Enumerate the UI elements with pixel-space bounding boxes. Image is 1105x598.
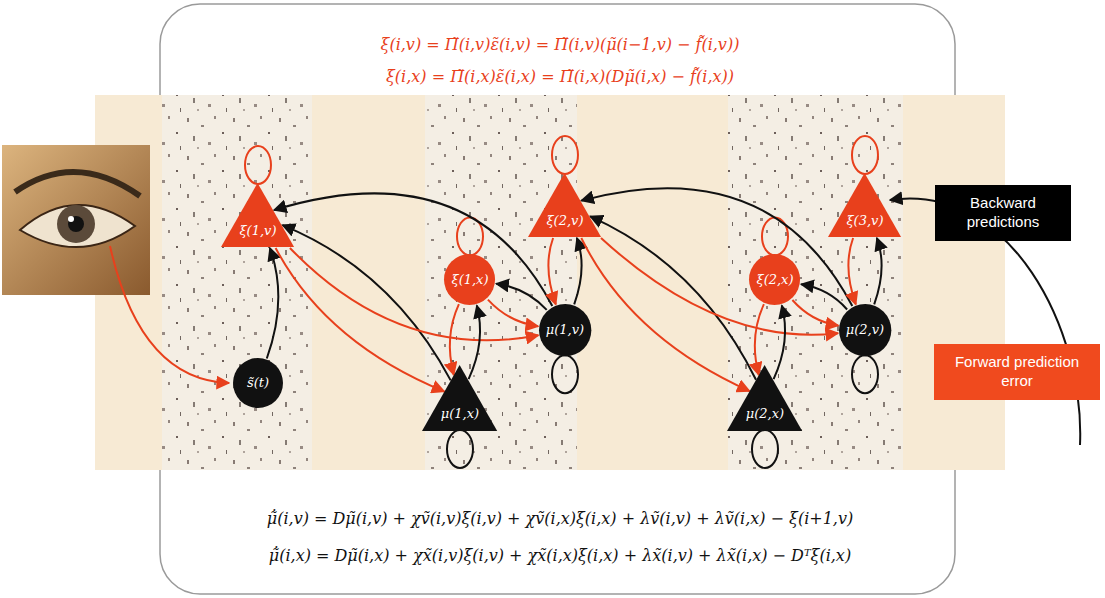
raster-dots: [728, 95, 903, 470]
self-connection-loop: [447, 430, 473, 468]
unit-shape: [527, 172, 602, 238]
circle-unit: ξ(1,x): [443, 253, 496, 306]
unit-label: ξ(1,v): [239, 223, 276, 239]
prediction-connection: [274, 193, 552, 306]
circle-unit: s̃(t): [232, 357, 284, 409]
prediction-error-connection: [848, 238, 855, 304]
triangle-unit: ξ(1,v): [220, 182, 295, 248]
circle-unit: μ(2,v): [838, 303, 892, 357]
outer-frame: [160, 4, 955, 594]
raster-panel: [425, 95, 577, 470]
callout-box: Backward predictions: [935, 185, 1071, 241]
raster-dots: [162, 95, 312, 470]
prediction-connection: [574, 238, 581, 304]
unit-fill: [727, 365, 802, 431]
unit-label: μ(1,x): [441, 406, 479, 422]
unit-fill: [749, 254, 800, 305]
triangle-unit: μ(1,x): [421, 364, 498, 432]
unit-label: ξ(3,v): [846, 213, 883, 229]
raster-panel: [728, 95, 903, 470]
unit-fill: [422, 365, 497, 431]
raster-dots: [425, 95, 577, 470]
unit-fill: [528, 173, 601, 237]
self-connection-loop: [752, 430, 778, 468]
equation: ξ(i,v) = Π̃(i,v)ε̃(i,v) = Π̃(i,v)(μ̃(i−1…: [170, 34, 950, 56]
self-connection-loop: [245, 146, 271, 184]
triangle-unit: ξ(2,v): [527, 172, 602, 238]
unit-shape: [421, 364, 498, 432]
eye-iris: [57, 205, 95, 243]
self-connection-loop: [852, 136, 878, 174]
circle-unit: μ(1,v): [538, 303, 592, 357]
unit-label: μ(1,v): [546, 322, 584, 338]
self-connection-loop: [552, 136, 578, 174]
beige-band: [95, 95, 1005, 470]
unit-label: ξ(1,x): [451, 272, 488, 288]
self-connection-loop: [852, 355, 878, 393]
unit-label: μ(2,v): [846, 322, 884, 338]
eye-highlight: [68, 216, 74, 222]
callout-box: Forward prediction error: [934, 344, 1100, 400]
prediction-connection: [496, 284, 546, 310]
prediction-error-connection: [488, 300, 538, 327]
unit-fill: [221, 183, 294, 247]
prediction-error-connection: [450, 304, 459, 375]
eyebrow: [15, 172, 140, 196]
unit-label: s̃(t): [247, 375, 269, 391]
prediction-connection: [267, 248, 279, 359]
raster-panel: [162, 95, 312, 470]
prediction-connection: [581, 188, 852, 306]
prediction-error-connection: [581, 238, 749, 391]
sensory-input-arrow: [110, 246, 229, 383]
unit-fill: [839, 304, 891, 356]
unit-shape: [827, 172, 902, 238]
equation: μ̃̇(i,x) = Dμ̃(i,x) + χx̃(i,v)ξ(i,v) + χ…: [170, 545, 950, 567]
prediction-error-connection: [755, 304, 764, 375]
prediction-error-connection: [290, 248, 538, 340]
unit-fill: [444, 254, 495, 305]
prediction-connection: [801, 284, 847, 309]
unit-label: ξ(2,v): [546, 213, 583, 229]
callout-text: Backward predictions: [945, 194, 1061, 232]
self-connection-loop: [552, 355, 578, 393]
equation: μ̃̇(i,v) = Dμ̃(i,v) + χṽ(i,v)ξ(i,v) + χṽ…: [170, 508, 950, 530]
unit-fill: [828, 173, 901, 237]
circle-unit: ξ(2,x): [748, 253, 801, 306]
unit-shape: [220, 182, 295, 248]
unit-label: ξ(2,x): [756, 272, 793, 288]
prediction-connection: [590, 216, 756, 379]
prediction-error-connection: [548, 238, 555, 304]
unit-fill: [233, 358, 283, 408]
prediction-error-connection: [601, 238, 838, 335]
prediction-error-connection: [792, 300, 838, 326]
unit-fill: [539, 304, 591, 356]
prediction-connection: [774, 306, 785, 380]
unit-shape: [726, 364, 803, 432]
prediction-connection: [874, 238, 881, 304]
prediction-connection: [469, 306, 480, 380]
prediction-connection: [283, 225, 451, 380]
equation: ξ(i,x) = Π̃(i,x)ε̃(i,x) = Π̃(i,x)(Dμ̃(i,…: [170, 66, 950, 88]
eye-picture: [2, 145, 150, 295]
eye-pupil: [68, 216, 84, 232]
triangle-unit: μ(2,x): [726, 364, 803, 432]
eye-white: [20, 205, 135, 247]
unit-label: μ(2,x): [746, 406, 784, 422]
triangle-unit: ξ(3,v): [827, 172, 902, 238]
callout-text: Forward prediction error: [944, 353, 1090, 391]
